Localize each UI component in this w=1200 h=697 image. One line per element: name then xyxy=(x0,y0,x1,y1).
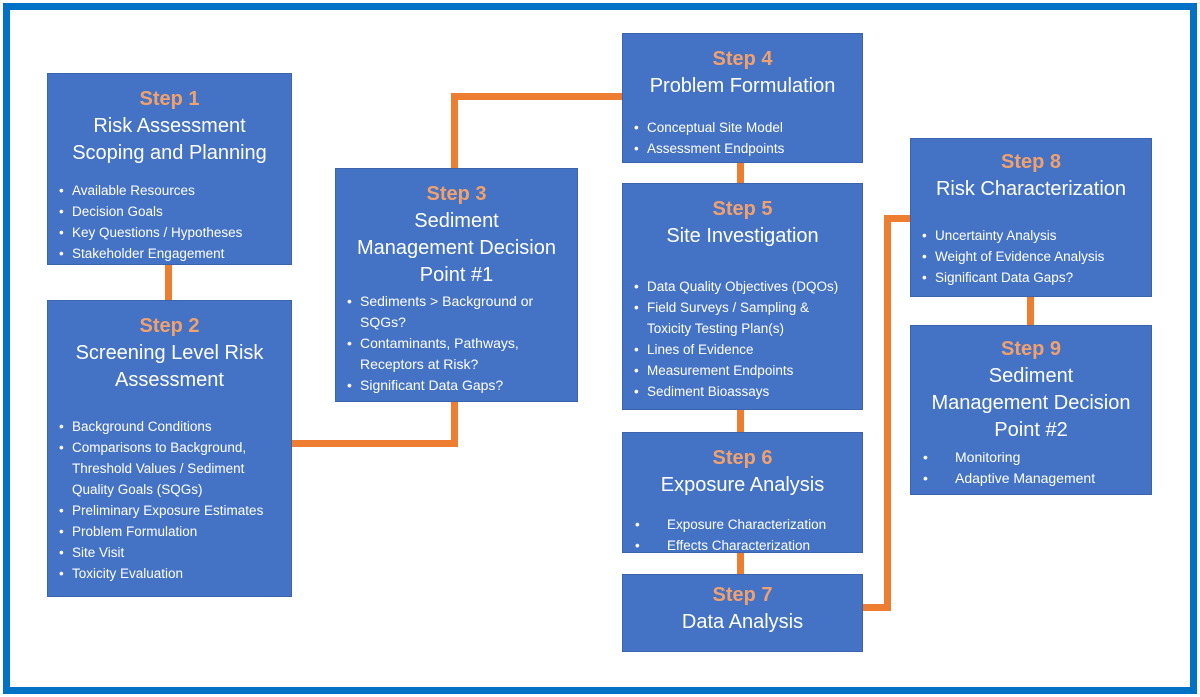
step-6-bullets: Exposure CharacterizationEffects Charact… xyxy=(633,514,852,556)
step-7-title: Data Analysis xyxy=(681,611,804,633)
step-8-box: Step 8 Risk Characterization Uncertainty… xyxy=(910,138,1152,297)
bullet-item: Uncertainty Analysis xyxy=(921,225,1141,246)
bullet-item: Available Resources xyxy=(58,180,281,201)
step-1-title: Risk Assessment Scoping and Planning xyxy=(72,115,267,164)
step-3-title: Sediment Management Decision Point #1 xyxy=(357,210,556,286)
step-5-label: Step 5 xyxy=(712,198,773,220)
step-2-bullets: Background ConditionsComparisons to Back… xyxy=(58,416,281,584)
bullet-item: Data Quality Objectives (DQOs) xyxy=(633,276,852,297)
step-5-bullets: Data Quality Objectives (DQOs)Field Surv… xyxy=(633,276,852,402)
step-1-label: Step 1 xyxy=(139,88,200,110)
step-8-title: Risk Characterization xyxy=(935,178,1127,200)
bullet-item: Sediments > Background or SQGs? xyxy=(346,291,567,333)
step-6-box: Step 6 Exposure Analysis Exposure Charac… xyxy=(622,432,863,556)
bullet-item: Adaptive Management xyxy=(921,468,1141,489)
bullet-item: Key Questions / Hypotheses xyxy=(58,222,281,243)
step-4-bullets: Conceptual Site ModelAssessment Endpoint… xyxy=(633,117,852,159)
step-7-box: Step 7 Data Analysis xyxy=(622,574,863,652)
step-2-label: Step 2 xyxy=(139,315,200,337)
bullet-item: Contaminants, Pathways, Receptors at Ris… xyxy=(346,333,567,375)
bullet-item: Lines of Evidence xyxy=(633,339,852,360)
bullet-item: Field Surveys / Sampling & Toxicity Test… xyxy=(633,297,852,339)
step-4-title: Problem Formulation xyxy=(649,75,836,97)
connector-step7-step8-horizontal-lower xyxy=(861,604,891,611)
bullet-item: Comparisons to Background, Threshold Val… xyxy=(58,437,281,500)
bullet-item: Monitoring xyxy=(921,447,1141,468)
bullet-item: Background Conditions xyxy=(58,416,281,437)
connector-step1-step2 xyxy=(165,263,172,303)
step-6-label: Step 6 xyxy=(712,447,773,469)
step-3-bullets: Sediments > Background or SQGs?Contamina… xyxy=(346,291,567,396)
bullet-item: Stakeholder Engagement xyxy=(58,243,281,264)
step-3-box: Step 3 Sediment Management Decision Poin… xyxy=(335,168,578,402)
connector-step3-step4-vertical xyxy=(451,93,458,171)
bullet-item: Problem Formulation xyxy=(58,521,281,542)
connector-step7-step8-vertical xyxy=(884,215,891,611)
step-4-label: Step 4 xyxy=(712,48,773,70)
bullet-item: Significant Data Gaps? xyxy=(921,267,1141,288)
step-1-bullets: Available ResourcesDecision GoalsKey Que… xyxy=(58,180,281,264)
bullet-item: Sediment Bioassays xyxy=(633,381,852,402)
connector-step3-step4-horizontal xyxy=(451,93,624,100)
step-8-bullets: Uncertainty AnalysisWeight of Evidence A… xyxy=(921,225,1141,288)
step-9-box: Step 9 Sediment Management Decision Poin… xyxy=(910,325,1152,495)
bullet-item: Toxicity Evaluation xyxy=(58,563,281,584)
bullet-item: Conceptual Site Model xyxy=(633,117,852,138)
step-9-label: Step 9 xyxy=(1000,338,1062,360)
bullet-item: Preliminary Exposure Estimates xyxy=(58,500,281,521)
step-5-box: Step 5 Site Investigation Data Quality O… xyxy=(622,183,863,410)
step-6-title: Exposure Analysis xyxy=(660,474,825,496)
step-1-box: Step 1 Risk Assessment Scoping and Plann… xyxy=(47,73,292,265)
bullet-item: Weight of Evidence Analysis xyxy=(921,246,1141,267)
connector-step8-step9 xyxy=(1027,295,1034,327)
bullet-item: Site Visit xyxy=(58,542,281,563)
bullet-item: Effects Characterization xyxy=(633,535,852,556)
step-7-label: Step 7 xyxy=(712,584,773,606)
step-2-box: Step 2 Screening Level Risk Assessment B… xyxy=(47,300,292,597)
connector-step4-step5 xyxy=(737,161,744,185)
step-2-title: Screening Level Risk Assessment xyxy=(75,342,264,391)
connector-step2-step3-horizontal xyxy=(290,440,458,447)
connector-step2-step3-vertical xyxy=(451,400,458,447)
bullet-item: Significant Data Gaps? xyxy=(346,375,567,396)
step-9-bullets: MonitoringAdaptive Management xyxy=(921,447,1141,489)
bullet-item: Exposure Characterization xyxy=(633,514,852,535)
step-3-label: Step 3 xyxy=(426,183,487,205)
bullet-item: Assessment Endpoints xyxy=(633,138,852,159)
step-9-title: Sediment Management Decision Point #2 xyxy=(931,365,1131,441)
connector-step6-step7 xyxy=(737,551,744,576)
bullet-item: Measurement Endpoints xyxy=(633,360,852,381)
step-5-title: Site Investigation xyxy=(666,225,819,247)
bullet-item: Decision Goals xyxy=(58,201,281,222)
connector-step5-step6 xyxy=(737,408,744,434)
connector-step7-step8-horizontal-upper xyxy=(884,215,912,222)
step-4-box: Step 4 Problem Formulation Conceptual Si… xyxy=(622,33,863,163)
step-8-label: Step 8 xyxy=(1000,151,1062,173)
